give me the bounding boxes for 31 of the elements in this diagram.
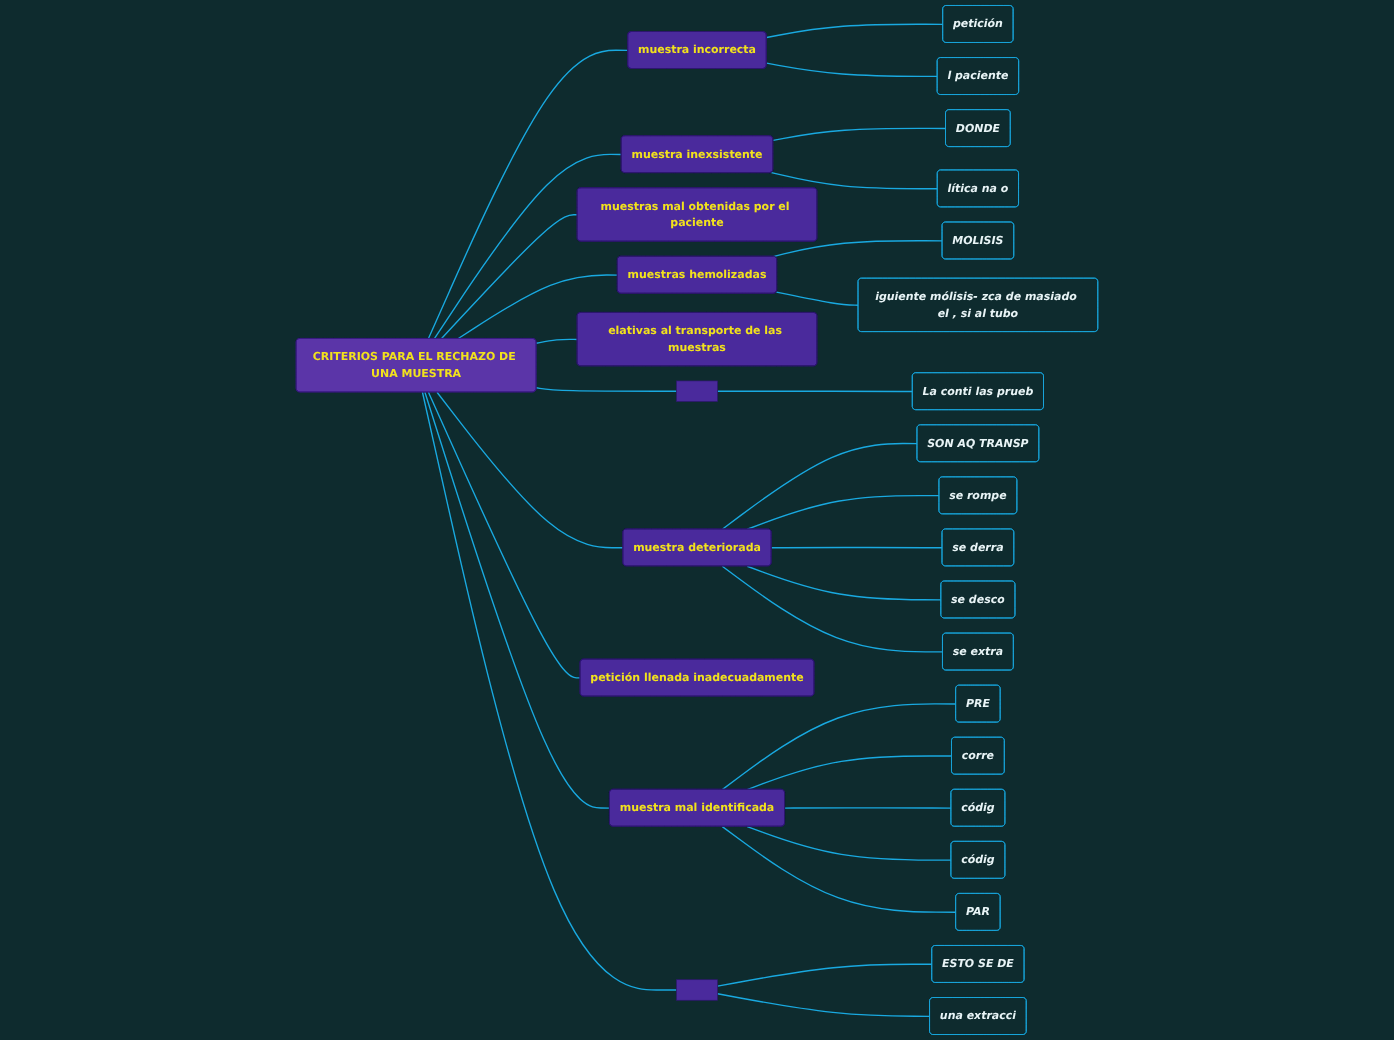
connector	[457, 274, 619, 340]
connector	[716, 390, 914, 393]
connector	[765, 62, 939, 78]
connector	[770, 546, 943, 549]
connector	[772, 240, 944, 258]
connector	[772, 127, 947, 142]
connector	[770, 171, 939, 190]
connector	[716, 963, 933, 987]
connector	[721, 565, 944, 653]
node-box	[676, 979, 718, 1001]
connector	[746, 825, 952, 861]
connector	[721, 825, 957, 913]
connector	[765, 23, 944, 39]
connector	[716, 993, 931, 1018]
connector	[421, 391, 678, 991]
connector	[721, 703, 957, 791]
connector	[424, 391, 611, 809]
connector	[535, 338, 579, 344]
connector	[721, 442, 918, 530]
connector	[427, 49, 629, 340]
connector	[784, 807, 952, 809]
node-box	[676, 380, 718, 402]
connector	[436, 391, 624, 549]
connector	[746, 494, 940, 530]
connector	[775, 291, 860, 306]
connector	[746, 755, 953, 791]
connector	[440, 214, 579, 340]
connector	[746, 565, 942, 601]
connector	[433, 153, 623, 340]
connector	[535, 387, 678, 392]
connector	[427, 391, 582, 679]
